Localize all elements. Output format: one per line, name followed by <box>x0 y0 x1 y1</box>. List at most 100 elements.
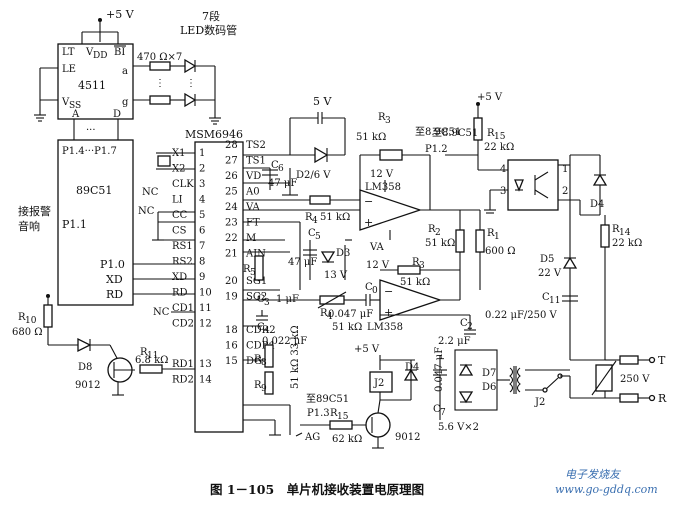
msm-right-pin-number: 15 <box>225 356 238 367</box>
msm-left-pin-cs: CS <box>172 226 187 237</box>
msm-right-pin-va: VA <box>245 202 261 213</box>
led-dots: ⋮ <box>155 78 165 89</box>
pin-d: D <box>113 109 121 120</box>
label-r4a-value: 51 kΩ <box>320 212 350 223</box>
label-lm358-1: LM358 <box>365 182 401 193</box>
label-c7-sub: 7 <box>440 408 446 418</box>
opamp2-minus: − <box>384 285 393 298</box>
nc-clk: NC <box>142 187 159 198</box>
label-opto-pin-4: 4 <box>500 164 506 175</box>
led-title-1: 7段 <box>202 9 220 23</box>
opamp-1-section: R 3 51 kΩ 至8.9C51 P1.2 12 V LM358 − + R … <box>243 112 461 290</box>
label-c0-sub: 0 <box>372 286 378 296</box>
label-r15-value: 22 kΩ <box>484 142 514 153</box>
pin-lt: LT <box>62 47 75 58</box>
left-filter-section: R 5 C 3 1 μF C 4 0.022 μF R 8 R 9 51 kΩ … <box>243 255 307 436</box>
label-r3b: R <box>412 257 420 268</box>
label-r1: R <box>487 228 495 239</box>
label-c7: C <box>433 404 441 415</box>
mcu-p11-label: P1.1 <box>62 218 87 231</box>
label-r15: R <box>487 128 495 139</box>
label-c6-sub: 6 <box>278 164 284 174</box>
label-r14-value: 22 kΩ <box>612 238 642 249</box>
label-r15-sub: 15 <box>494 132 506 142</box>
msm-right-pin-cdr1: CDR1 <box>246 341 276 352</box>
label-ag: AG <box>304 432 320 443</box>
label-r3: R <box>378 112 386 123</box>
label-j2b: J2 <box>534 397 545 408</box>
label-d8: D8 <box>78 362 92 373</box>
msm-right-pin-dg: DG <box>246 356 262 367</box>
label-r3-sub: 3 <box>385 116 391 126</box>
msm-right-pin-number: 19 <box>225 292 238 303</box>
label-p8-a: 至8.9C51 <box>432 127 478 139</box>
label-12v-a: 12 V <box>370 169 394 180</box>
seven-segment-led: 7段 LED数码管 470 Ω×7 ⋮ ⋮ <box>133 9 237 125</box>
msm-right-pin-ain: AIN <box>245 249 266 260</box>
pin-vss-sub: SS <box>69 101 81 111</box>
label-c0-value: 0.047 μF <box>328 309 373 320</box>
msm-left-pin-cd1: CD1 <box>172 303 194 314</box>
msm-right-pins: TS228TS127VD26A025VA24FT23M22AIN21SG120S… <box>225 140 276 367</box>
label-r10-value: 680 Ω <box>12 327 43 338</box>
decoder-4511: +5 V LT V DD BI LE 4511 a g V SS A D ··· <box>34 8 135 140</box>
msm-left-pin-rs2: RS2 <box>172 257 193 268</box>
label-r8-r9-value: 51 kΩ 33 kΩ <box>290 325 301 389</box>
label-d7: D7 <box>482 368 496 379</box>
pin-vss: V <box>61 97 70 108</box>
msm-left-pin-number: 2 <box>199 164 205 175</box>
label-d4: D4 <box>590 199 604 210</box>
label-c5-value: 47 μF <box>288 257 317 268</box>
msm-left-pin-cc: CC <box>172 210 188 221</box>
msm-left-pin-rd2: RD2 <box>172 375 194 386</box>
mcu-p14-label: P1.4···P1.7 <box>62 146 117 157</box>
label-d4b: D4 <box>405 362 419 373</box>
mcu-alarm-label-1: 接报警 <box>18 204 51 218</box>
msm-right-pin-ft: FT <box>246 218 260 229</box>
label-r1-sub: 1 <box>494 232 500 242</box>
msm-left-pin-number: 3 <box>199 179 205 190</box>
led-resistor-label: 470 Ω×7 <box>137 52 182 63</box>
mcu-alarm-label-2: 音响 <box>18 219 40 233</box>
msm-right-pin-number: 27 <box>225 156 238 167</box>
pin-vdd-sub: DD <box>93 51 107 61</box>
label-5v: 5 V <box>313 95 332 108</box>
label-r1-value: 600 Ω <box>485 246 516 257</box>
msm-right-pin-m: M <box>246 233 256 244</box>
mcu-rd-label: RD <box>106 288 123 301</box>
label-12v-b: 12 V <box>366 260 390 271</box>
pin-out-g: g <box>122 97 129 108</box>
label-r11-value: 6.8 kΩ <box>135 355 168 366</box>
opamp-2-section: − + LM358 C 0 0.047 μF R 4 51 kΩ C 2 2.2… <box>243 279 476 347</box>
msm-left-pin-number: 6 <box>199 226 205 237</box>
msm-right-pin-number: 23 <box>225 218 238 229</box>
label-r4b: R <box>320 308 328 319</box>
msm-left-pin-rs1: RS1 <box>172 241 193 252</box>
label-r4b-sub: 4 <box>327 312 333 322</box>
label-p12-b: P1.2 <box>425 144 448 155</box>
label-r15b: R <box>330 408 338 419</box>
pin-a: A <box>71 109 80 120</box>
label-r5-sub: 5 <box>250 268 256 278</box>
label-r5: R <box>243 264 251 275</box>
decoder-supply-label: +5 V <box>106 8 135 21</box>
label-d5: D5 <box>540 254 554 265</box>
label-r2-value: 51 kΩ <box>425 238 455 249</box>
label-r15b-value: 62 kΩ <box>332 434 362 445</box>
line-interface-section: +5 V 至8.9C51 R 15 22 kΩ 4 3 1 2 D4 <box>432 92 667 408</box>
label-c11-sub: 11 <box>549 296 560 306</box>
msm-left-pin-number: 13 <box>199 359 212 370</box>
label-c5-sub: 5 <box>315 232 321 242</box>
msm-left-pin-number: 1 <box>199 148 205 159</box>
msm-right-pin-number: 22 <box>225 233 238 244</box>
msm-left-pin-li: LI <box>172 195 183 206</box>
label-r9: R <box>254 380 262 391</box>
label-lm358-2: LM358 <box>367 322 403 333</box>
led-dots-2: ⋮ <box>186 78 196 89</box>
msm-right-pin-sg1: SG1 <box>246 276 267 287</box>
label-opto-pin-2: 2 <box>562 186 568 197</box>
